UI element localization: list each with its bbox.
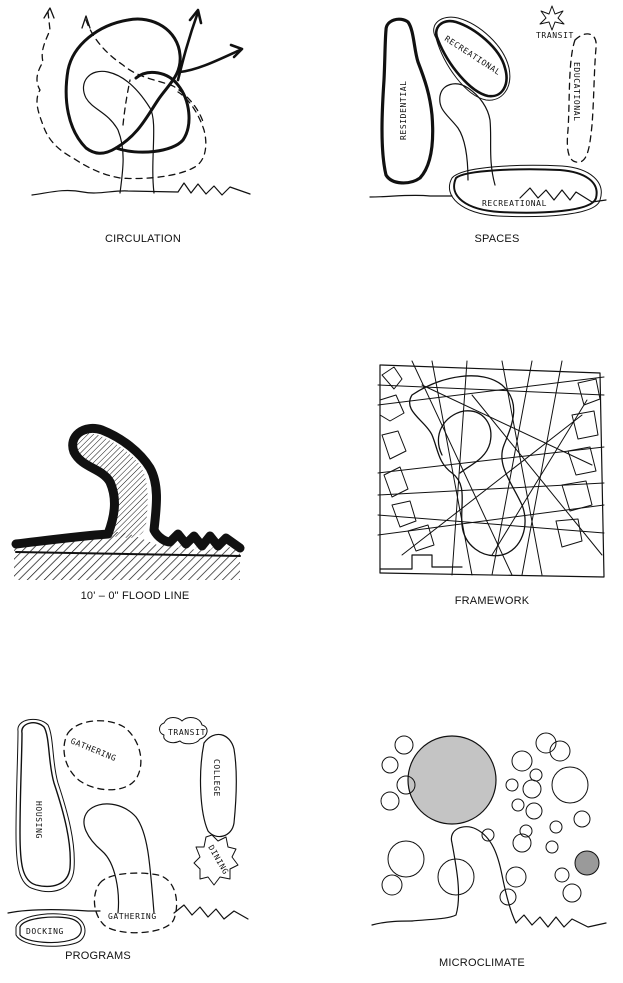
housing-label: HOUSING bbox=[34, 801, 43, 839]
programs-drawing: HOUSING GATHERING TRANSIT COLLEGE DINING… bbox=[7, 717, 249, 947]
recreational-bottom-label: RECREATIONAL bbox=[482, 199, 547, 208]
microclimate-diagram: MICROCLIMATE bbox=[371, 725, 612, 975]
framework-caption: FRAMEWORK bbox=[454, 595, 530, 607]
housing-zone bbox=[19, 722, 72, 888]
transit-label: TRANSIT bbox=[536, 31, 574, 40]
spaces-drawing: RESIDENTIAL RECREATIONAL TRANSIT EDUCATI… bbox=[369, 5, 607, 218]
circulation-drawing bbox=[31, 7, 251, 196]
large-shaded-circle bbox=[407, 735, 497, 825]
flood-line-drawing bbox=[11, 424, 245, 580]
flood-line-diagram: 10' – 0" FLOOD LINE bbox=[10, 410, 250, 605]
programs-diagram: HOUSING GATHERING TRANSIT COLLEGE DINING… bbox=[7, 713, 258, 973]
dining-label: DINING bbox=[206, 844, 230, 877]
educational-label: EDUCATIONAL bbox=[572, 62, 581, 122]
residential-label: RESIDENTIAL bbox=[399, 80, 408, 140]
transit-label: TRANSIT bbox=[168, 728, 206, 737]
circulation-diagram: CIRCULATION bbox=[28, 0, 258, 245]
programs-caption: PROGRAMS bbox=[65, 950, 131, 962]
microclimate-caption: MICROCLIMATE bbox=[439, 957, 525, 969]
small-shaded-circle bbox=[574, 850, 600, 876]
spaces-diagram: RESIDENTIAL RECREATIONAL TRANSIT EDUCATI… bbox=[369, 0, 610, 250]
docking-label: DOCKING bbox=[26, 927, 64, 936]
framework-drawing bbox=[377, 360, 605, 578]
flood-line-caption: 10' – 0" FLOOD LINE bbox=[80, 590, 190, 602]
gathering-bottom-label: GATHERING bbox=[108, 912, 157, 921]
framework-lines bbox=[377, 360, 605, 576]
gathering-top-label: GATHERING bbox=[69, 737, 118, 764]
circulation-caption: CIRCULATION bbox=[105, 233, 181, 245]
framework-diagram: FRAMEWORK bbox=[372, 355, 612, 615]
open-circles bbox=[380, 732, 591, 906]
spaces-caption: SPACES bbox=[474, 233, 520, 245]
college-label: COLLEGE bbox=[212, 759, 221, 797]
microclimate-drawing bbox=[371, 732, 607, 928]
residential-zone bbox=[380, 17, 435, 185]
transit-star-icon bbox=[539, 5, 565, 31]
